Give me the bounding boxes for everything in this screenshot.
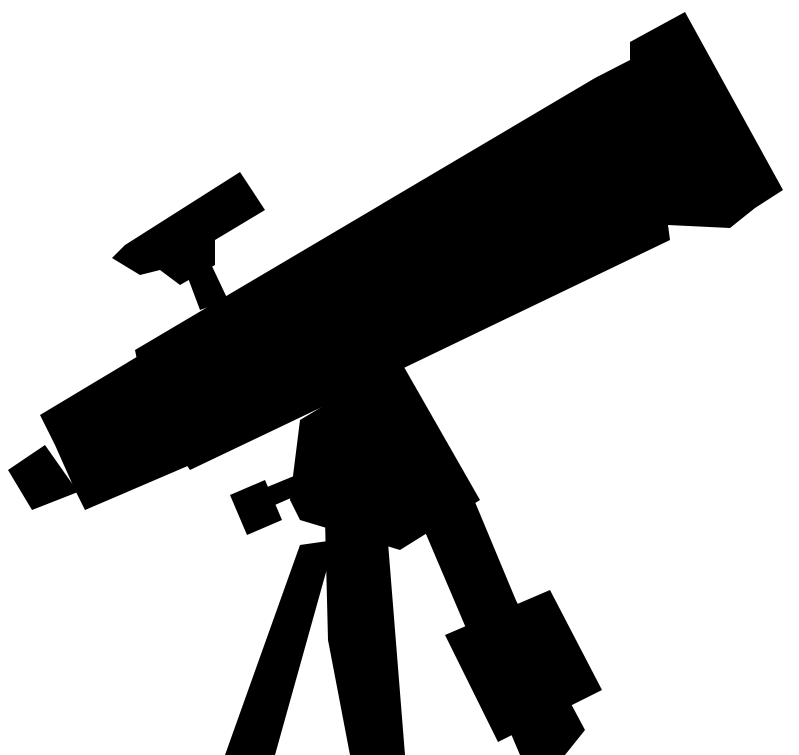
- telescope-focuser: [40, 355, 190, 510]
- telescope-slow-motion-rod: [260, 455, 355, 508]
- telescope: [8, 12, 783, 755]
- telescope-main-tube: [135, 12, 783, 470]
- telescope-mount-head: [290, 360, 480, 550]
- telescope-eyepiece: [8, 445, 78, 510]
- telescope-tripod-center-leg: [325, 505, 405, 755]
- telescope-counterweight-rod: [440, 490, 520, 620]
- telescope-slow-motion-knob: [230, 480, 282, 535]
- telescope-finder-scope: [112, 172, 265, 285]
- telescope-counterweight: [445, 590, 602, 742]
- telescope-tripod-left-leg: [225, 540, 335, 755]
